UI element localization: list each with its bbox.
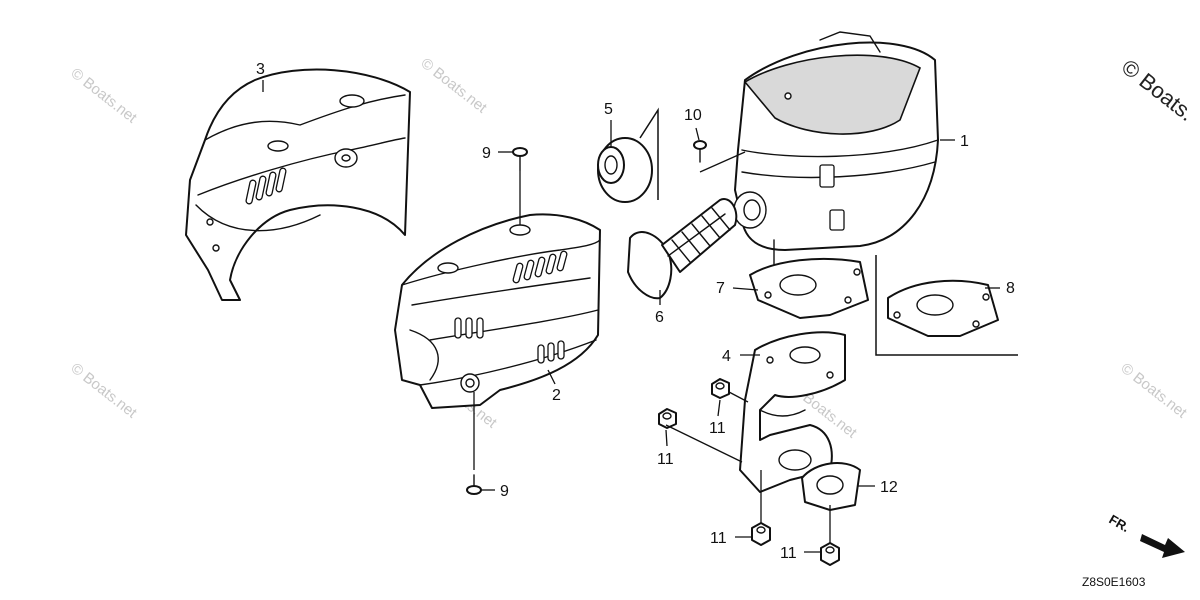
direction-label: FR. bbox=[1107, 512, 1133, 535]
part-6-spark-arrester bbox=[627, 198, 738, 300]
callout-5: 5 bbox=[604, 101, 613, 118]
part-11-nut-d bbox=[820, 542, 840, 566]
callout-8: 8 bbox=[1006, 280, 1015, 297]
group-bracket-8 bbox=[875, 255, 1018, 356]
callout-9-upper: 9 bbox=[482, 145, 491, 162]
watermark: © Boats.net bbox=[68, 65, 141, 127]
part-5-bushing bbox=[597, 137, 653, 203]
diagram-code: Z8S0E1603 bbox=[1082, 575, 1146, 589]
watermark: © Boats.net bbox=[418, 55, 491, 117]
part-7-gasket bbox=[749, 257, 869, 319]
callout-11-a: 11 bbox=[657, 451, 674, 468]
callout-3: 3 bbox=[256, 61, 265, 78]
part-2-muffler-cover bbox=[394, 213, 601, 409]
callout-11-c: 11 bbox=[710, 530, 727, 547]
group-bracket-5 bbox=[639, 107, 659, 200]
part-10-bolt bbox=[693, 140, 707, 163]
direction-arrow-icon bbox=[1140, 534, 1185, 558]
callout-10: 10 bbox=[684, 107, 702, 124]
callout-11-d: 11 bbox=[780, 545, 797, 562]
watermark: © Boats.net bbox=[68, 360, 141, 422]
callout-7: 7 bbox=[716, 280, 725, 297]
watermark: © Boats.net bbox=[1118, 360, 1191, 422]
part-9-bolt-lower bbox=[466, 474, 482, 495]
part-4-exhaust-manifold bbox=[739, 331, 846, 493]
callout-4: 4 bbox=[722, 348, 731, 365]
callout-1: 1 bbox=[960, 133, 969, 150]
part-12-gasket bbox=[801, 462, 861, 511]
part-11-nut-a bbox=[658, 408, 677, 429]
callout-9-lower: 9 bbox=[500, 483, 509, 500]
callout-11-b: 11 bbox=[709, 420, 726, 437]
part-1-muffler bbox=[733, 31, 939, 266]
part-11-nut-c bbox=[751, 522, 771, 546]
part-3-rear-shield bbox=[185, 68, 411, 301]
part-11-nut-b bbox=[711, 378, 730, 399]
callout-12: 12 bbox=[880, 479, 898, 496]
watermark-corner: © Boats. bbox=[1117, 54, 1199, 126]
part-8-gasket bbox=[887, 279, 999, 337]
callout-2: 2 bbox=[552, 387, 561, 404]
front-direction-indicator: FR. bbox=[1107, 512, 1185, 558]
part-9-bolt-upper bbox=[512, 147, 528, 171]
callout-6: 6 bbox=[655, 309, 664, 326]
leader-lines bbox=[262, 80, 1000, 553]
callout-labels: 1 2 3 4 5 6 7 8 9 9 10 11 11 11 11 12 bbox=[256, 61, 1015, 562]
